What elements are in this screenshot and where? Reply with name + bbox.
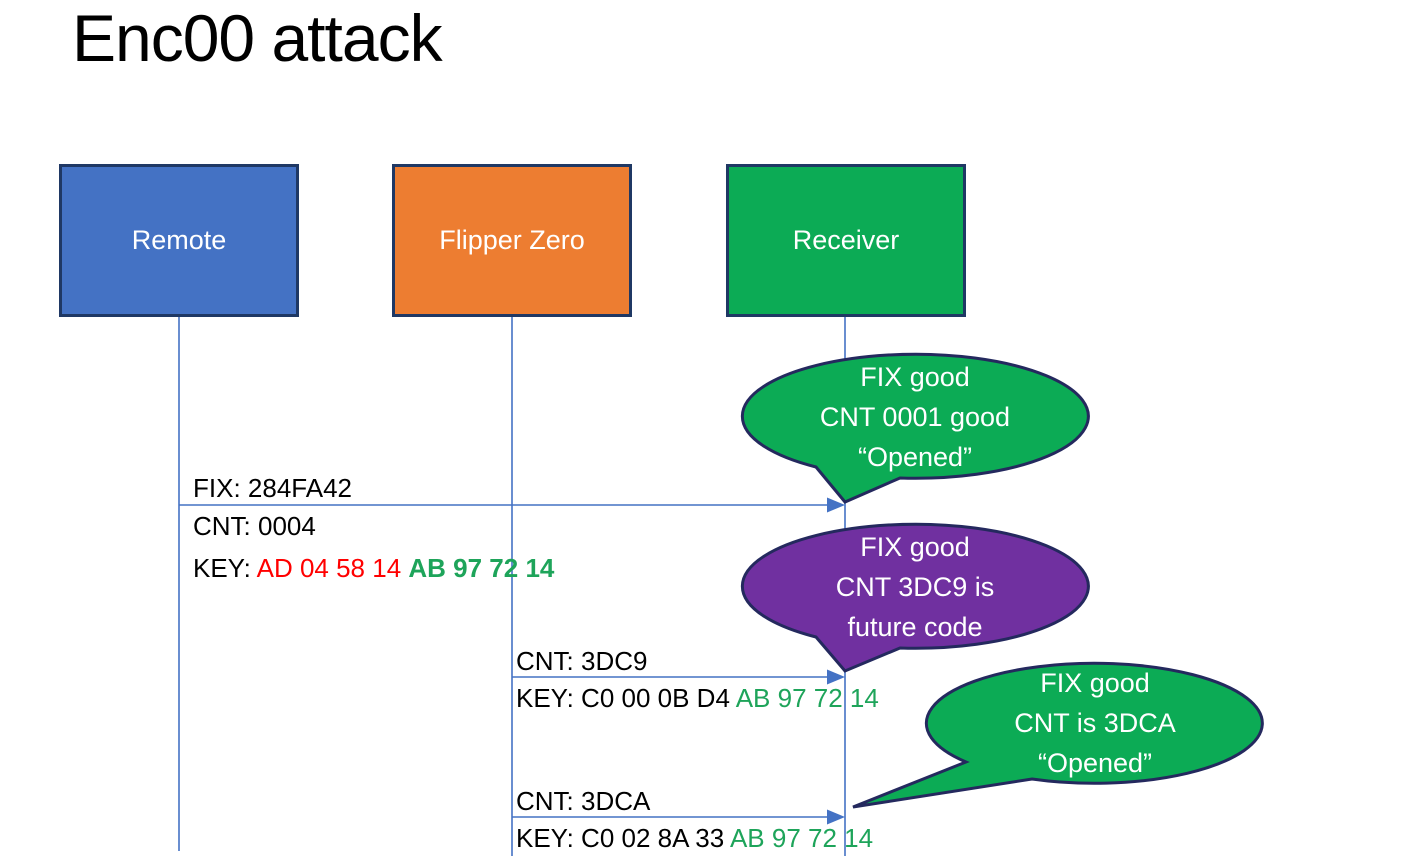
message-1-key-red-part: AD 04 58 14 <box>256 553 409 583</box>
callout-2-line-2: CNT 3DC9 is <box>835 572 995 602</box>
message-1-key-green-part: AB 97 72 14 <box>408 553 555 583</box>
message-2-key-label: KEY: C0 00 0B D4 AB 97 72 14 <box>516 681 879 715</box>
callout-3-line-2: CNT is 3DCA <box>1014 708 1176 738</box>
callout-3-bubble <box>852 661 1264 809</box>
actor-box-remote: Remote <box>59 164 299 317</box>
actor-label-remote: Remote <box>131 225 227 255</box>
message-3-key-label: KEY: C0 02 8A 33 AB 97 72 14 <box>516 821 873 855</box>
message-2-key-black-part: C0 00 0B D4 <box>581 683 736 713</box>
callout-1-line-3: “Opened” <box>857 442 973 472</box>
message-3-key-black-part: C0 02 8A 33 <box>581 823 730 853</box>
callout-1-text: FIX good CNT 0001 good “Opened” <box>742 356 1088 478</box>
callout-3-text: FIX good CNT is 3DCA “Opened” <box>927 663 1263 783</box>
callout-2-line-3: future code <box>847 612 983 642</box>
callout-2-text: FIX good CNT 3DC9 is future code <box>742 526 1088 648</box>
callout-3-line-3: “Opened” <box>1037 748 1153 778</box>
callout-2-bubble <box>740 522 1090 673</box>
arrow-1-head-icon <box>827 497 845 513</box>
callout-1-line-1: FIX good <box>860 362 970 392</box>
callout-3-line-1: FIX good <box>1040 668 1150 698</box>
message-1-fix-label: FIX: 284FA42 <box>193 473 352 503</box>
actor-box-flipper-zero: Flipper Zero <box>392 164 632 317</box>
slide-title: Enc00 attack <box>72 1 443 75</box>
actor-box-receiver: Receiver <box>726 164 966 317</box>
callout-1-line-2: CNT 0001 good <box>819 402 1011 432</box>
arrow-3-head-icon <box>827 809 845 825</box>
callout-1-bubble <box>740 352 1090 504</box>
message-3-key-prefix: KEY: <box>516 823 582 853</box>
callout-2-line-1: FIX good <box>860 532 970 562</box>
message-2-cnt-label: CNT: 3DC9 <box>516 646 648 676</box>
message-1-cnt-label: CNT: 0004 <box>193 511 316 541</box>
actor-label-flipper-zero: Flipper Zero <box>439 225 585 255</box>
message-3-cnt-label: CNT: 3DCA <box>516 786 651 816</box>
message-1-key-label: KEY: AD 04 58 14 AB 97 72 14 <box>193 551 554 585</box>
message-2-key-prefix: KEY: <box>516 683 582 713</box>
actor-label-receiver: Receiver <box>792 225 900 255</box>
arrow-2-head-icon <box>827 669 845 685</box>
message-3-key-green-part: AB 97 72 14 <box>729 823 874 853</box>
message-2-key-green-part: AB 97 72 14 <box>735 683 879 713</box>
message-1-key-prefix: KEY: <box>193 553 257 583</box>
